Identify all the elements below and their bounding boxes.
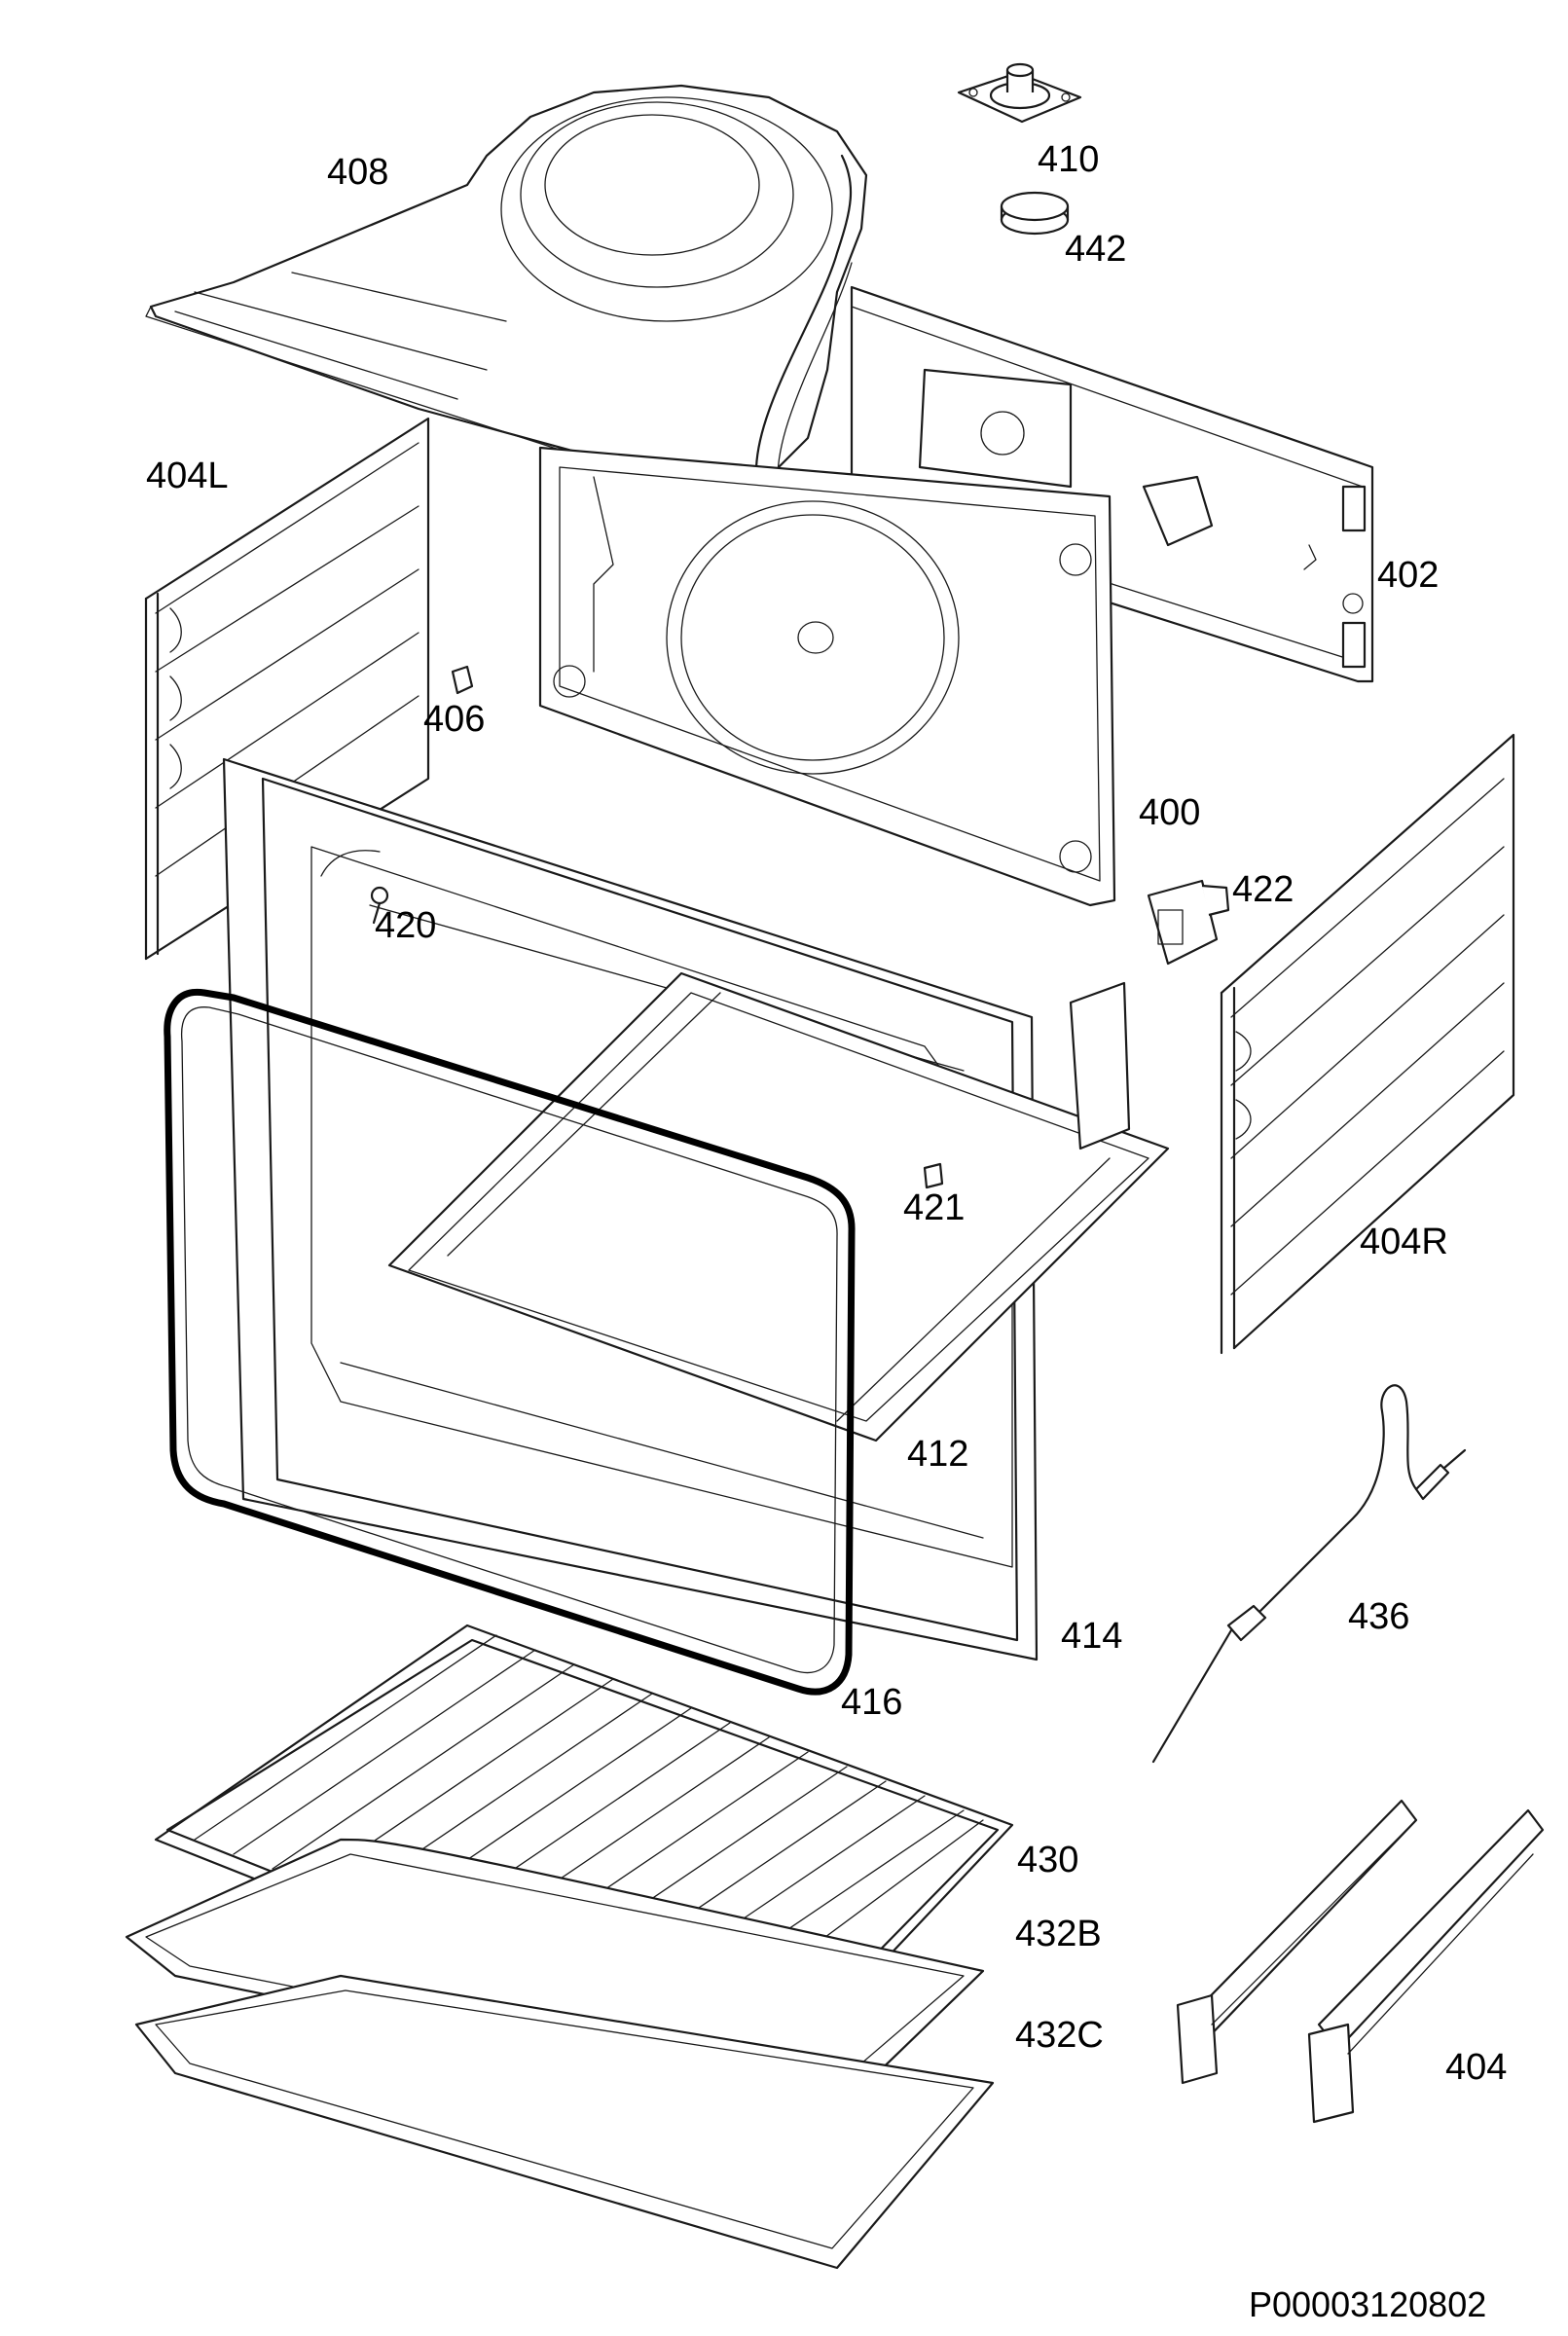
label-400: 400 [1139, 792, 1201, 833]
label-404R: 404R [1360, 1222, 1448, 1262]
label-404L: 404L [146, 456, 229, 496]
label-410: 410 [1038, 139, 1100, 180]
label-421: 421 [903, 1187, 966, 1228]
label-416: 416 [841, 1682, 903, 1723]
part-404R-right-runners [1220, 733, 1515, 1355]
label-430: 430 [1017, 1840, 1079, 1880]
label-432B: 432B [1015, 1914, 1102, 1954]
part-421-screw [923, 1162, 944, 1189]
label-412: 412 [907, 1434, 969, 1475]
label-414: 414 [1061, 1616, 1123, 1657]
part-406-screw [451, 665, 474, 695]
label-404: 404 [1445, 2047, 1508, 2088]
part-432B-tray [125, 1838, 985, 2114]
label-406: 406 [423, 699, 486, 740]
label-420: 420 [375, 905, 437, 946]
label-408: 408 [327, 152, 389, 193]
part-420-screw [370, 886, 389, 925]
label-442: 442 [1065, 229, 1127, 270]
document-code: P00003120802 [1249, 2284, 1487, 2324]
part-416-door-seal [164, 988, 856, 1696]
part-432C-tray [134, 1974, 995, 2270]
label-432C: 432C [1015, 2015, 1104, 2056]
part-410-motor-mount [957, 62, 1082, 124]
part-412-slides [387, 971, 1170, 1442]
label-422: 422 [1232, 869, 1295, 910]
part-422-lamp-holder [1147, 879, 1230, 966]
label-436: 436 [1348, 1596, 1410, 1637]
part-404-telescopic-runners [1176, 1799, 1545, 2124]
part-408-fan-cover [145, 84, 868, 512]
part-436-probe [1151, 1384, 1467, 1764]
label-402: 402 [1377, 555, 1440, 596]
part-442-disc [1000, 191, 1070, 236]
part-400-rear-panel [538, 368, 1116, 907]
